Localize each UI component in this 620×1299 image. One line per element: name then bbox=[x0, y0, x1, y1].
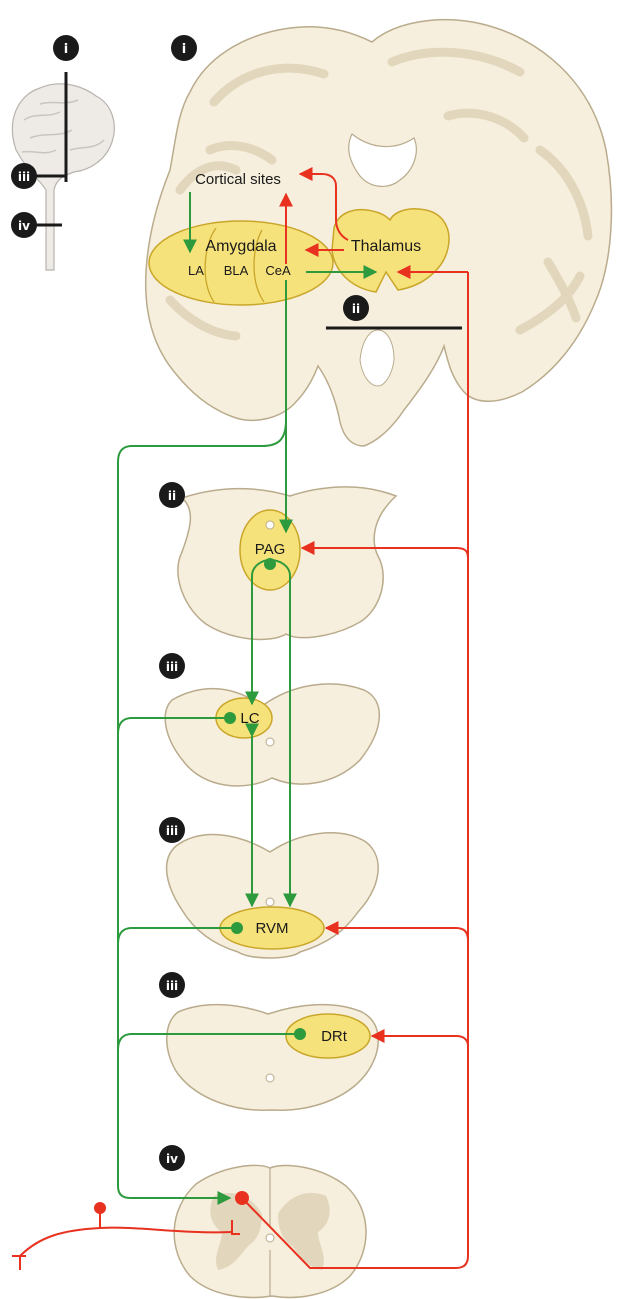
svg-text:iii: iii bbox=[18, 170, 30, 184]
lc-to-spinal-branch bbox=[117, 717, 230, 735]
ascending-dots bbox=[94, 1191, 249, 1214]
svg-text:ii: ii bbox=[168, 489, 176, 503]
marker-midbrain-ii: ii bbox=[159, 482, 185, 508]
drt-to-spinal-branch bbox=[117, 1033, 300, 1051]
svg-text:i: i bbox=[182, 42, 186, 57]
descending-output-dots bbox=[224, 558, 306, 1040]
afferent-terminal bbox=[231, 1220, 240, 1235]
svg-text:iii: iii bbox=[166, 979, 178, 993]
thalamus-label: Thalamus bbox=[351, 238, 421, 255]
la-label: LA bbox=[188, 263, 204, 278]
marker-spinal-iv: iv bbox=[159, 1145, 185, 1171]
marker-inset-i: i bbox=[53, 35, 79, 61]
svg-text:ii: ii bbox=[352, 302, 360, 316]
descending-pathways bbox=[117, 192, 378, 1205]
rvm-to-spinal-branch bbox=[117, 927, 237, 945]
rvm-label: RVM bbox=[255, 920, 288, 937]
spinal-to-drt-arrow bbox=[370, 1029, 469, 1047]
marker-inset-iv: iv bbox=[11, 212, 37, 238]
spinal-projection-neuron bbox=[241, 272, 469, 1269]
bla-label: BLA bbox=[224, 263, 249, 278]
cea-label: CeA bbox=[265, 263, 291, 278]
svg-text:iv: iv bbox=[166, 1152, 178, 1166]
drt-nucleus bbox=[285, 1013, 371, 1059]
drt-label: DRt bbox=[321, 1028, 348, 1045]
svg-text:iv: iv bbox=[18, 219, 30, 233]
thalamus-to-cortex-arrow bbox=[298, 167, 349, 241]
svg-text:iii: iii bbox=[166, 824, 178, 838]
marker-brain-ii: ii bbox=[343, 295, 369, 321]
rvm-output-dot bbox=[231, 922, 243, 934]
inset-brain bbox=[11, 72, 115, 271]
spinal-to-rvm-arrow bbox=[324, 921, 469, 941]
ascending-pathways bbox=[12, 167, 469, 1270]
marker-caudal-medulla-iii: iii bbox=[159, 972, 185, 998]
svg-text:i: i bbox=[64, 42, 68, 57]
cea-descending-bundle bbox=[117, 419, 287, 1205]
cortical-sites-label: Cortical sites bbox=[195, 171, 281, 188]
pag-output-dot bbox=[264, 558, 276, 570]
marker-inset-iii: iii bbox=[11, 163, 37, 189]
spinal-to-pag-arrow bbox=[300, 541, 469, 559]
lc-label: LC bbox=[240, 710, 259, 727]
amygdala-label: Amygdala bbox=[205, 238, 276, 255]
svg-text:iii: iii bbox=[166, 660, 178, 674]
pons-section bbox=[164, 683, 380, 787]
projection-neuron-dot bbox=[235, 1191, 249, 1205]
marker-medulla-iii: iii bbox=[159, 817, 185, 843]
afferent-cell-body bbox=[94, 1202, 106, 1214]
marker-pons-iii: iii bbox=[159, 653, 185, 679]
pag-label: PAG bbox=[255, 541, 286, 558]
drt-output-dot bbox=[294, 1028, 306, 1040]
marker-brain-i: i bbox=[171, 35, 197, 61]
lc-output-dot bbox=[224, 712, 236, 724]
